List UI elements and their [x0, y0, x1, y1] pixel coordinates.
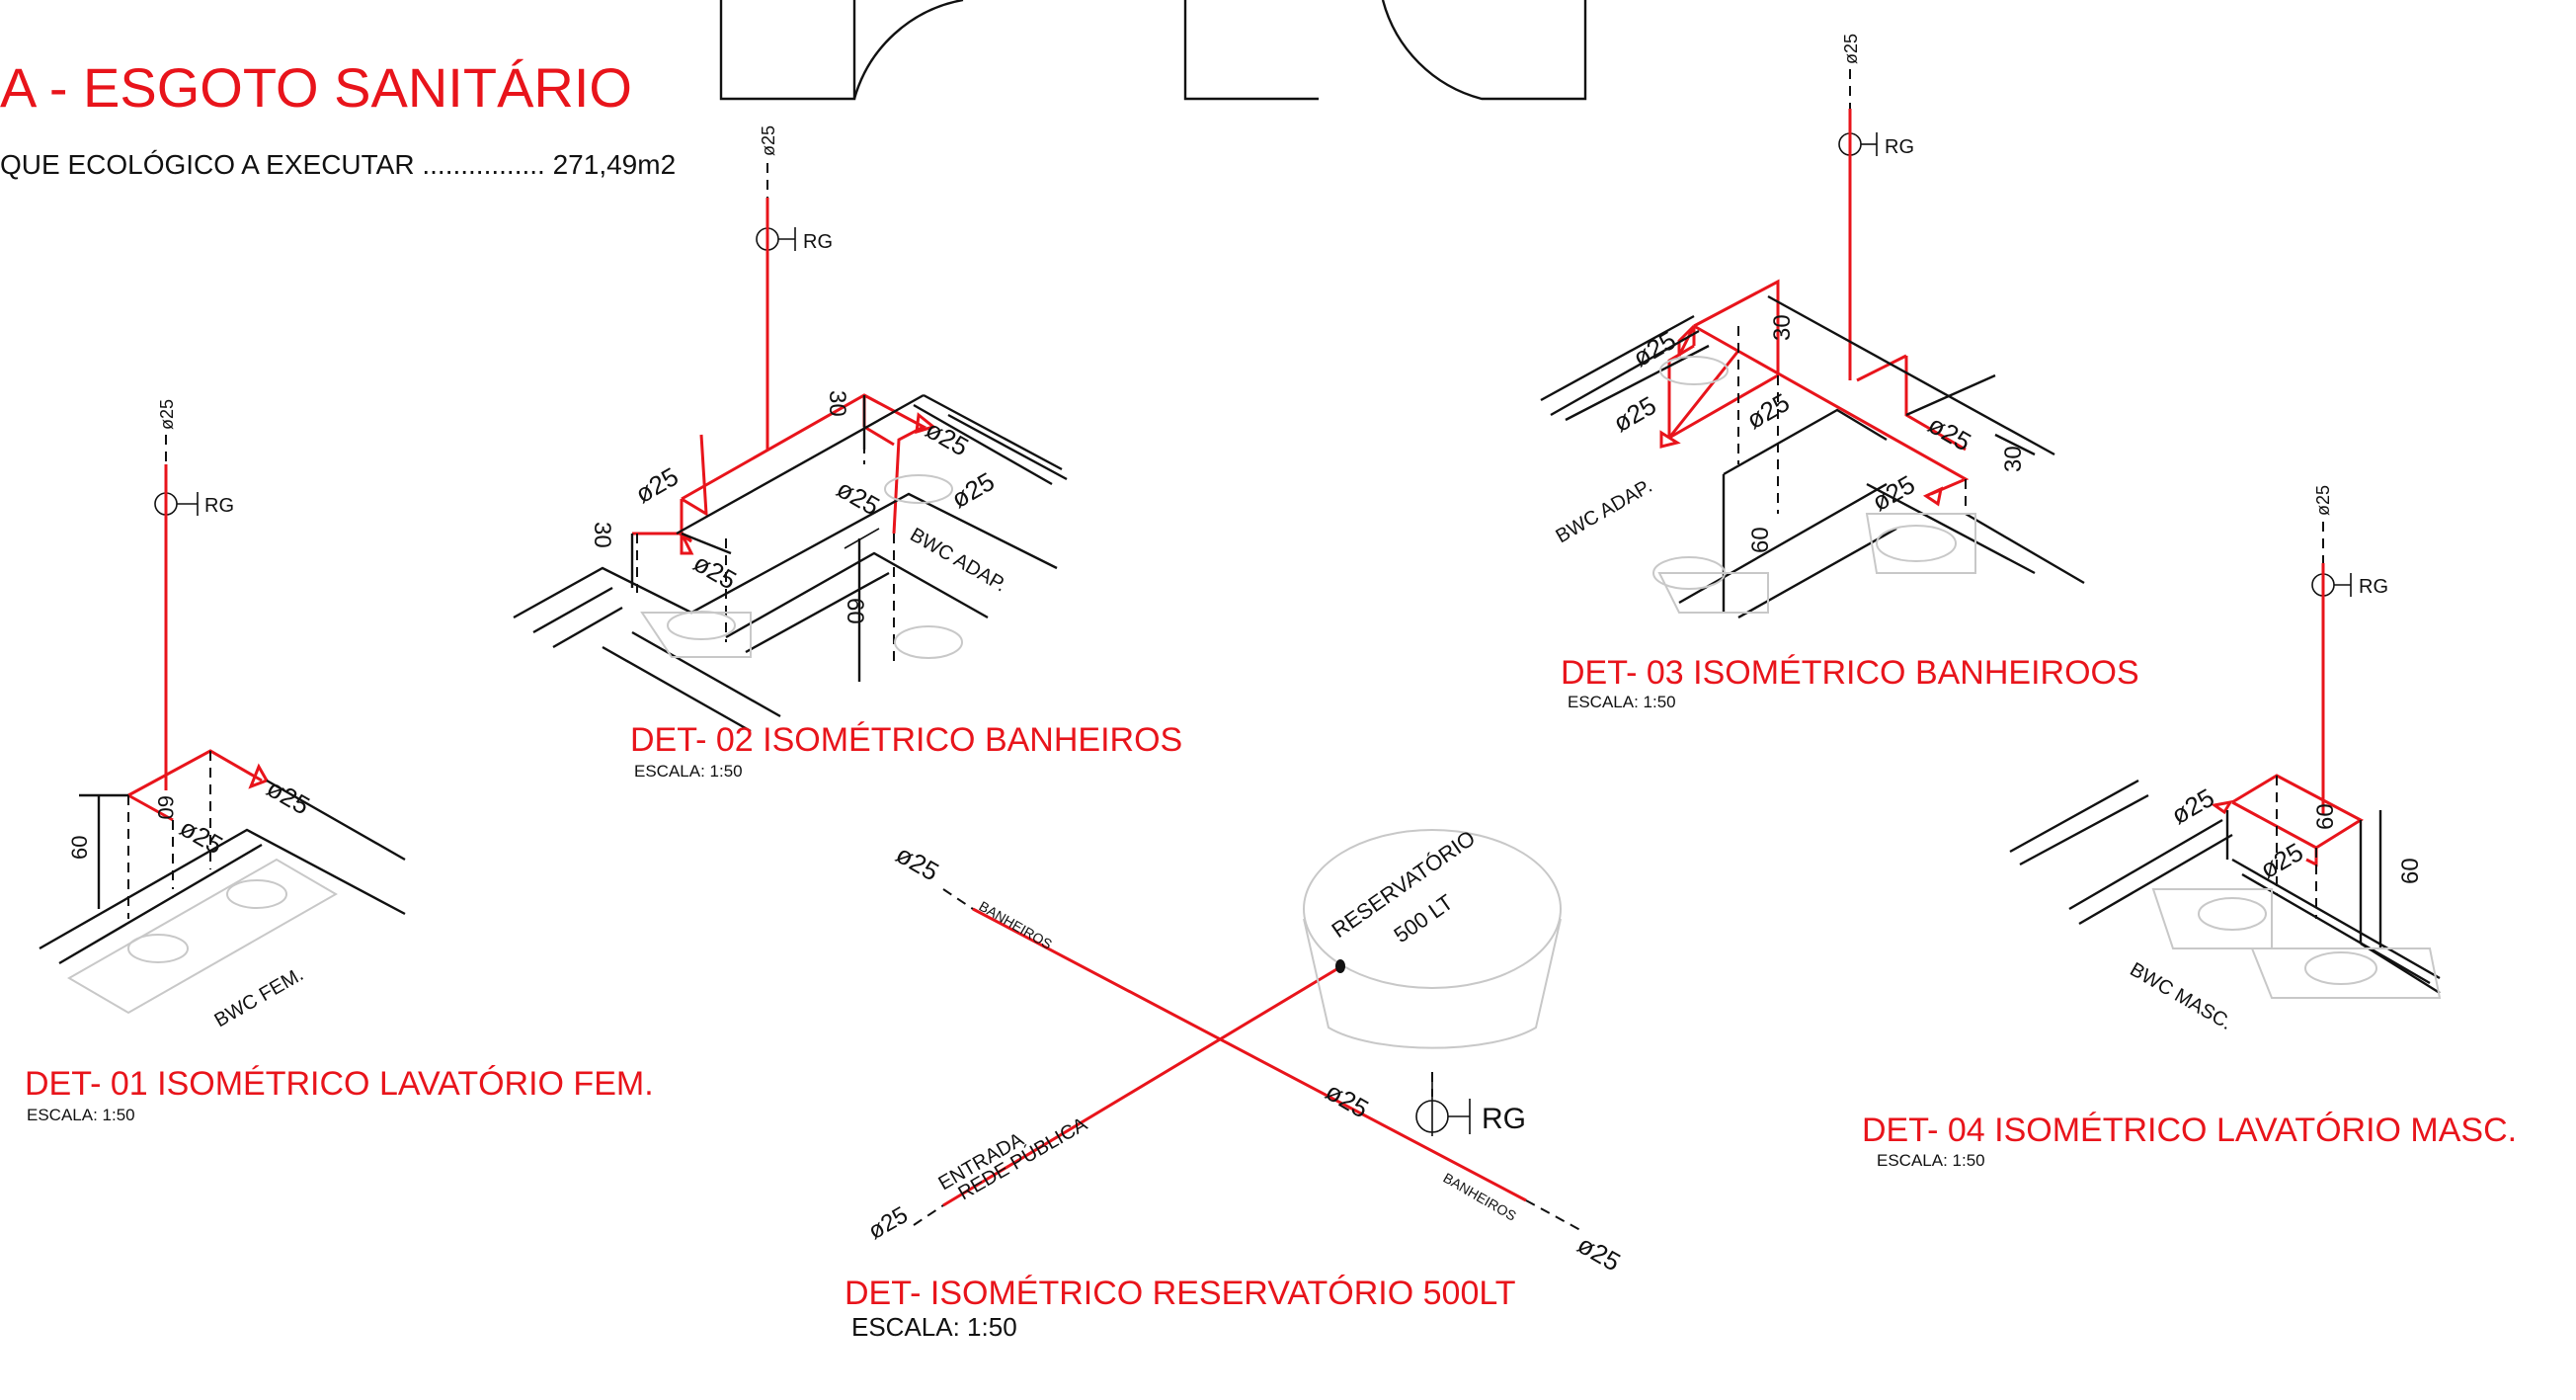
reservoir-banheiros-top: BANHEIROS [977, 898, 1055, 952]
det03-scale: ESCALA: 1:50 [1568, 693, 1676, 711]
det03-diam-d: ø25 [1923, 409, 1976, 456]
det01-rg: RG [204, 495, 234, 517]
det04-room: BWC MASC. [2127, 958, 2236, 1034]
det02-dim-c: 60 [842, 598, 868, 624]
det03-diam-e: ø25 [1867, 469, 1920, 517]
det03-dim-c: 60 [1747, 527, 1774, 553]
reservoir-diam-bottomright: ø25 [1572, 1229, 1626, 1276]
det02-diam-left: ø25 [630, 461, 684, 509]
det04-scale: ESCALA: 1:50 [1877, 1151, 1985, 1170]
det02-diam-right: ø25 [946, 466, 1000, 514]
det03-title: DET- 03 ISOMÉTRICO BANHEIROOS [1561, 654, 2139, 692]
det01-dim-b: 60 [153, 795, 178, 819]
area-line: QUE ECOLÓGICO A EXECUTAR ...............… [0, 149, 676, 180]
det01-diam-right: ø25 [262, 773, 315, 820]
det02-dim-b: 30 [589, 522, 615, 548]
reservoir-title: DET- ISOMÉTRICO RESERVATÓRIO 500LT [845, 1275, 1516, 1312]
door-swings [719, 0, 1587, 101]
det03-dim-a: 30 [1769, 314, 1796, 341]
reservoir-diam-topleft: ø25 [891, 839, 944, 886]
det04-dim-b: 60 [2397, 858, 2424, 884]
det02-diam-top: ø25 [759, 125, 778, 156]
det03-rg: RG [1885, 136, 1914, 158]
det01-diam-top: ø25 [157, 399, 177, 430]
det04-dim-a: 60 [2312, 803, 2339, 830]
det04-diam-top: ø25 [2313, 485, 2333, 516]
det04-diam-left: ø25 [2166, 782, 2219, 830]
det04-drawing: ø25 RG 60 60 ø25 ø25 BWC MASC. [2009, 485, 2442, 1034]
det02-room: BWC ADAP. [907, 524, 1010, 596]
det01-diam-mid: ø25 [175, 812, 228, 860]
reservoir-drawing: RESERVATÓRIO 500 LT RG ø25 BANHEIROS ø25… [864, 825, 1626, 1276]
det01-title: DET- 01 ISOMÉTRICO LAVATÓRIO FEM. [25, 1065, 654, 1103]
det04-rg: RG [2359, 576, 2388, 598]
det02-drawing: ø25 RG 30 30 60 ø25 ø25 [513, 125, 1068, 733]
det02-title: DET- 02 ISOMÉTRICO BANHEIROS [630, 721, 1182, 759]
det02-scale: ESCALA: 1:50 [634, 762, 743, 781]
det02-diam-center: ø25 [832, 473, 885, 521]
det01-room: BWC FEM. [211, 963, 308, 1031]
det02-dim-a: 30 [824, 390, 850, 417]
det01-dim-a: 60 [67, 836, 92, 860]
det03-room: BWC ADAP. [1553, 475, 1656, 547]
det04-title: DET- 04 ISOMÉTRICO LAVATÓRIO MASC. [1862, 1112, 2517, 1149]
det02-rg: RG [803, 231, 833, 253]
det01-scale: ESCALA: 1:50 [27, 1106, 135, 1124]
det03-dim-b: 30 [2000, 446, 2027, 472]
reservoir-diam-bottomleft: ø25 [864, 1201, 913, 1245]
sheet-title: A - ESGOTO SANITÁRIO [0, 56, 632, 119]
det03-diam-c: ø25 [1741, 387, 1795, 435]
reservoir-scale: ESCALA: 1:50 [851, 1312, 1017, 1342]
det01-drawing: ø25 RG 60 60 ø25 ø25 BWC FEM. [39, 399, 406, 1031]
det03-diam-b: ø25 [1608, 390, 1661, 438]
reservoir-rg: RG [1482, 1103, 1526, 1135]
det03-diam-top: ø25 [1841, 34, 1861, 64]
det03-drawing: ø25 RG 30 30 60 ø25 ø25 ø25 ø25 ø2 [1540, 34, 2085, 619]
